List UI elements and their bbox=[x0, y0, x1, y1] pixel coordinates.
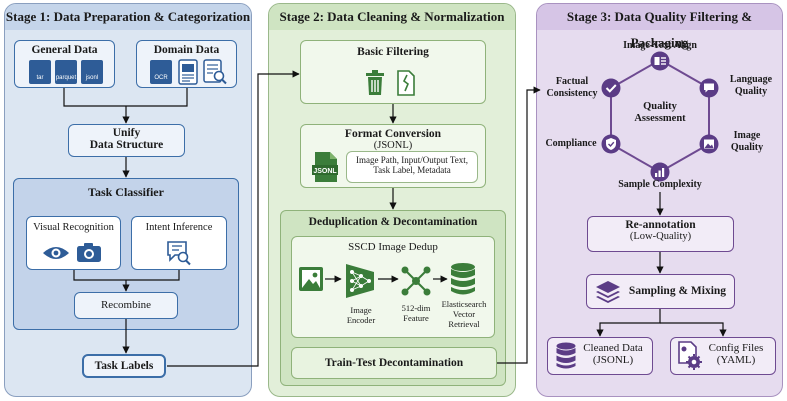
unify-data-structure-box: Unify Data Structure bbox=[68, 124, 185, 157]
general-data-title: General Data bbox=[31, 44, 98, 56]
cleaned-title: Cleaned Data bbox=[583, 342, 643, 354]
domain-data-title: Domain Data bbox=[153, 44, 220, 56]
image-quality-icon bbox=[699, 134, 719, 154]
visual-recognition-box: Visual Recognition bbox=[26, 216, 121, 270]
recombine-label: Recombine bbox=[100, 299, 152, 311]
document-search-icon bbox=[203, 59, 227, 85]
sampling-mixing-label: Sampling & Mixing bbox=[628, 285, 727, 297]
stage-2-title: Stage 2: Data Cleaning & Normalization bbox=[269, 4, 515, 30]
hex-label-sample-complexity: Sample Complexity bbox=[618, 179, 702, 190]
format-detail-line2: Task Label, Metadata bbox=[373, 165, 451, 175]
tar-file-icon: tar bbox=[29, 60, 51, 84]
es-line1: Elasticsearch bbox=[441, 299, 487, 309]
config-sub: (YAML) bbox=[716, 354, 756, 366]
re-annotation-box: Re-annotation (Low-Quality) bbox=[587, 216, 734, 252]
basic-filtering-label: Basic Filtering bbox=[357, 46, 429, 58]
language-quality-icon bbox=[699, 78, 719, 98]
intent-inference-label: Intent Inference bbox=[145, 222, 213, 233]
sscd-label: SSCD Image Dedup bbox=[348, 241, 438, 253]
database-icon bbox=[451, 263, 475, 295]
hex-label-language-quality: Language Quality bbox=[722, 74, 780, 97]
format-conversion-sub: (JSONL) bbox=[373, 140, 413, 151]
es-line2: Vector bbox=[452, 308, 476, 319]
recombine-box: Recombine bbox=[74, 292, 178, 319]
jsonl-file-icon: JSONL bbox=[312, 152, 338, 182]
neural-network-icon bbox=[346, 264, 374, 298]
image-text-align-icon bbox=[650, 51, 670, 71]
feature-line1: 512-dim bbox=[401, 303, 431, 313]
quality-assessment-center: Quality Assessment bbox=[616, 101, 704, 125]
format-conversion-title: Format Conversion bbox=[344, 128, 442, 140]
hex-label-image-quality: Image Quality bbox=[722, 130, 772, 153]
jsonl-file-icon: jsonl bbox=[81, 60, 103, 84]
fact-line1: Factual bbox=[555, 76, 589, 87]
config-gear-file-icon bbox=[678, 341, 702, 370]
eye-icon bbox=[43, 247, 69, 259]
lang-line2: Quality bbox=[734, 85, 768, 97]
hex-label-image-text-align: Image-Text Align bbox=[623, 40, 697, 51]
unify-line2: Data Structure bbox=[89, 139, 164, 151]
imgq-line2: Quality bbox=[730, 141, 764, 153]
trash-icon bbox=[366, 70, 384, 95]
stage-3-title: Stage 3: Data Quality Filtering & Packag… bbox=[537, 4, 782, 50]
parquet-tag: parquet bbox=[55, 75, 77, 81]
re-annotation-sub: (Low-Quality) bbox=[629, 231, 692, 242]
broken-file-icon bbox=[397, 70, 415, 96]
document-image-icon bbox=[178, 59, 198, 85]
cleaned-database-icon bbox=[556, 342, 576, 369]
camera-icon bbox=[77, 243, 101, 262]
hex-label-factual-consistency: Factual Consistency bbox=[541, 76, 603, 99]
layers-icon bbox=[596, 281, 620, 303]
sscd-image-dedup-box: SSCD Image Dedup bbox=[291, 236, 495, 338]
elasticsearch-label: Elasticsearch Vector Retrieval bbox=[437, 299, 491, 329]
encoder-line1: Image bbox=[350, 305, 372, 315]
encoder-line2: Encoder bbox=[346, 314, 376, 325]
chat-search-icon bbox=[167, 241, 191, 266]
config-title: Config Files bbox=[708, 342, 764, 354]
task-labels-label: Task Labels bbox=[94, 360, 154, 372]
unify-line1: Unify bbox=[112, 127, 141, 139]
visual-recognition-label: Visual Recognition bbox=[33, 222, 114, 233]
ocr-file-icon: OCR bbox=[150, 60, 172, 84]
imgq-line1: Image bbox=[733, 130, 761, 141]
compliance-shield-icon bbox=[601, 134, 621, 154]
dedup-title: Deduplication & Decontamination bbox=[308, 216, 478, 228]
lang-line1: Language bbox=[729, 74, 773, 85]
fact-line2: Consistency bbox=[546, 87, 598, 99]
tar-tag: tar bbox=[36, 75, 44, 81]
format-detail-box: Image Path, Input/Output Text, Task Labe… bbox=[346, 151, 478, 183]
image-icon bbox=[299, 267, 323, 291]
decon-label: Train-Test Decontamination bbox=[324, 357, 464, 369]
feature-label: 512-dim Feature bbox=[395, 303, 437, 324]
image-encoder-label: Image Encoder bbox=[340, 305, 382, 326]
es-line3: Retrieval bbox=[448, 318, 480, 329]
task-labels-box: Task Labels bbox=[82, 354, 166, 378]
hex-label-compliance: Compliance bbox=[545, 138, 597, 149]
jsonl-icon-text: JSONL bbox=[313, 168, 337, 175]
factual-check-icon bbox=[601, 78, 621, 98]
format-detail-line1: Image Path, Input/Output Text, bbox=[356, 155, 468, 165]
center-line1: Quality bbox=[643, 101, 677, 112]
parquet-file-icon: parquet bbox=[55, 60, 77, 84]
cleaned-sub: (JSONL) bbox=[592, 354, 634, 366]
feature-line2: Feature bbox=[403, 312, 429, 323]
sample-complexity-icon bbox=[650, 162, 670, 182]
stage-1-title: Stage 1: Data Preparation & Categorizati… bbox=[5, 4, 251, 30]
jsonl-tag: jsonl bbox=[85, 75, 99, 81]
train-test-decon-box: Train-Test Decontamination bbox=[291, 347, 497, 379]
task-classifier-title: Task Classifier bbox=[88, 185, 164, 199]
ocr-tag: OCR bbox=[154, 75, 168, 81]
basic-filtering-box: Basic Filtering bbox=[300, 40, 486, 104]
re-annotation-title: Re-annotation bbox=[625, 219, 696, 231]
center-line2: Assessment bbox=[634, 113, 686, 125]
feature-network-icon bbox=[401, 266, 431, 296]
